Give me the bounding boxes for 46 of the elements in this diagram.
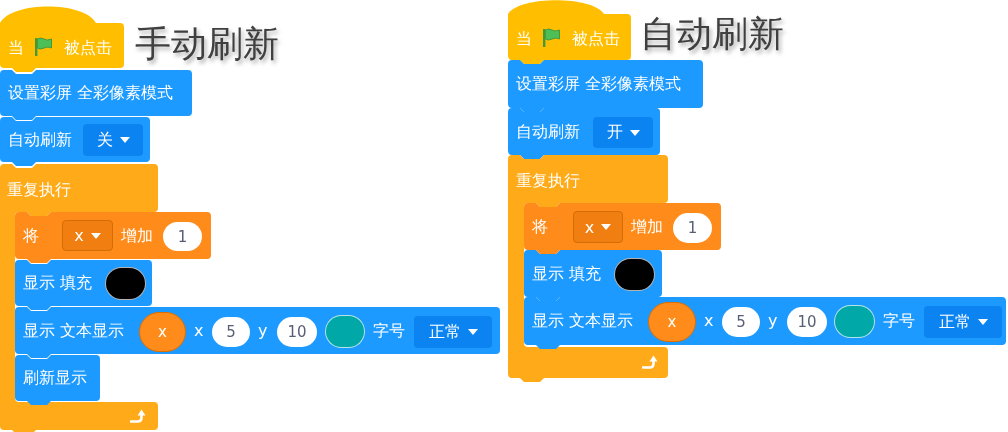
command-block — [508, 60, 703, 112]
block-label: 重复执行 — [7, 180, 71, 200]
block-label: 刷新显示 — [23, 368, 87, 388]
dropdown-menu: 正常 — [924, 306, 1002, 338]
block-label: 显示 文本显示 — [532, 311, 634, 331]
block-label: 自动刷新 — [8, 129, 72, 150]
block-label: x — [194, 320, 204, 341]
block-label: 被点击 — [64, 37, 112, 58]
block-label: y — [768, 311, 778, 331]
dropdown-menu: 正常 — [414, 316, 492, 348]
block-label: 被点击 — [572, 29, 620, 49]
command-block — [508, 108, 660, 159]
block-label: 显示 填充 — [23, 273, 93, 293]
command-block — [524, 297, 1006, 349]
command-block — [0, 70, 192, 120]
dropdown-menu: 关 — [83, 124, 143, 156]
dropdown-menu: 开 — [593, 117, 653, 148]
block-label: 当 — [8, 37, 24, 58]
block-label: 增加 — [121, 225, 153, 246]
block-label: 将 — [532, 216, 548, 237]
block-label: 显示 填充 — [532, 263, 602, 284]
block-label: x — [704, 311, 714, 331]
block-label: y — [258, 320, 268, 341]
block-label: 设置彩屏 全彩像素模式 — [516, 74, 682, 94]
event-block — [0, 6, 124, 72]
block-label: 重复执行 — [516, 171, 580, 191]
script-title: 自动刷新 — [640, 12, 784, 56]
command-block — [15, 260, 152, 310]
command-block — [15, 307, 500, 358]
command-block — [524, 203, 721, 254]
block-label: 字号 — [883, 311, 915, 331]
dropdown-menu: x — [62, 220, 113, 251]
block-label: 增加 — [631, 216, 663, 237]
event-block — [508, 0, 631, 64]
block-label: 自动刷新 — [516, 121, 580, 142]
block-label: 将 — [23, 225, 39, 246]
block-label: 设置彩屏 全彩像素模式 — [8, 83, 174, 103]
block-label: 字号 — [373, 320, 405, 341]
block-label: 显示 文本显示 — [23, 320, 125, 341]
command-block — [15, 355, 100, 405]
command-block — [15, 212, 211, 263]
dropdown-menu: x — [573, 211, 623, 243]
command-block — [524, 250, 662, 301]
command-block — [0, 117, 150, 166]
block-label: 当 — [516, 29, 532, 49]
script-title: 手动刷新 — [135, 22, 279, 66]
